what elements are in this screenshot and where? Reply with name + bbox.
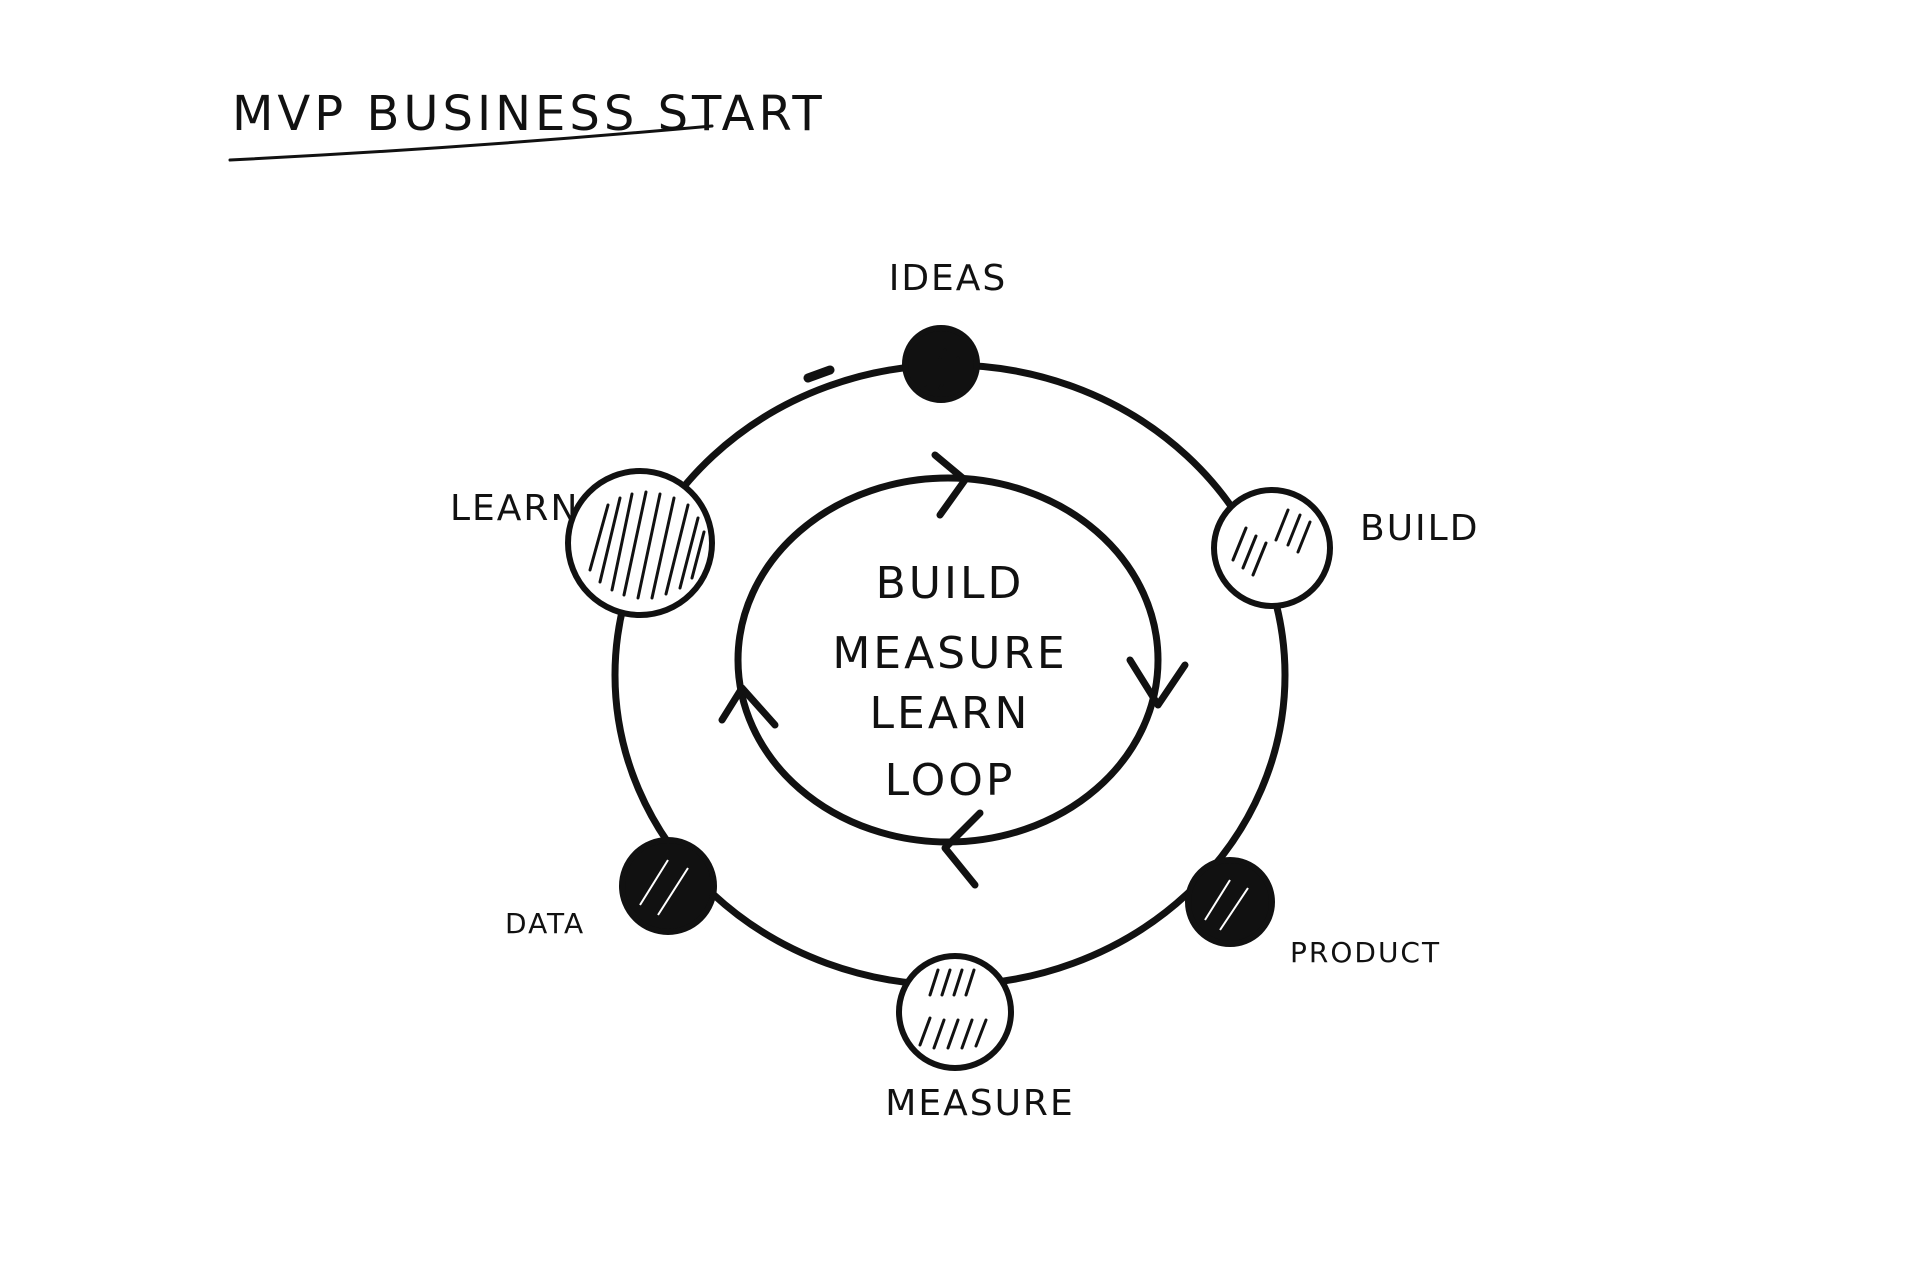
center-text-group: BUILD MEASURE LEARN LOOP [832,558,1067,806]
node-build-circle [1211,487,1333,609]
title-group: MVP BUSINESS START [228,86,826,162]
node-measure-circle [896,953,1014,1071]
node-measure-label: MEASURE [885,1083,1074,1124]
loop-arrow-top [931,451,969,519]
node-product-circle [1185,857,1275,947]
loop-arrow-bottom [941,809,984,889]
loop-arrow-left [718,684,779,729]
center-line-build: BUILD [876,558,1025,609]
center-line-loop: LOOP [885,755,1016,806]
node-data-hatch [639,859,689,916]
loop-arrow-right [1126,656,1189,709]
node-measure-hatch [918,968,988,1050]
page-title: MVP BUSINESS START [232,86,826,142]
node-product-label: PRODUCT [1290,936,1441,969]
node-learn: LEARN [450,468,715,618]
node-learn-hatch [588,490,706,600]
node-build-hatch [1231,508,1312,577]
center-line-measure: MEASURE [832,628,1067,679]
title-underline [228,124,714,162]
node-learn-circle [565,468,715,618]
node-product: PRODUCT [1185,857,1441,969]
node-data-circle [619,837,717,935]
outer-ring-arrow-mark [803,365,835,383]
node-ideas-hatch [923,348,960,390]
node-data: DATA [505,837,717,940]
loop-arrows [718,451,1189,889]
node-ideas: IDEAS [889,258,1008,403]
node-data-label: DATA [505,907,585,940]
node-product-hatch [1204,879,1249,931]
center-line-learn: LEARN [870,688,1031,739]
node-build-label: BUILD [1360,508,1479,549]
node-learn-label: LEARN [450,488,579,529]
node-ideas-circle [902,325,980,403]
node-measure: MEASURE [885,953,1074,1124]
node-ideas-label: IDEAS [889,258,1008,299]
node-build: BUILD [1211,487,1479,609]
